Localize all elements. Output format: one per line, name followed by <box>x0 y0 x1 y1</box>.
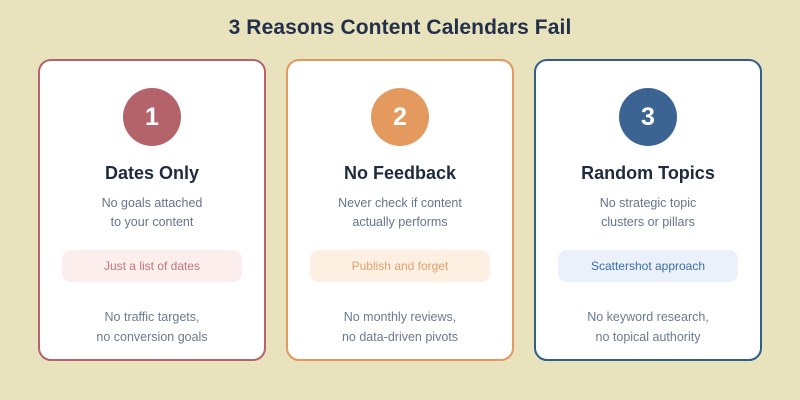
card-number-badge-1: 1 <box>123 88 181 146</box>
card-subtitle-line-1b: to your content <box>110 214 194 229</box>
reason-card-1[interactable]: 1 Dates Only No goals attached to your c… <box>38 59 266 361</box>
reason-cards-row: 1 Dates Only No goals attached to your c… <box>38 59 762 361</box>
card-heading-3: Random Topics <box>581 163 715 183</box>
card-footer-3: No keyword research, no topical authorit… <box>587 282 709 347</box>
card-footer-2: No monthly reviews, no data-driven pivot… <box>342 282 458 347</box>
card-subtitle-line-3b: clusters or pillars <box>601 214 695 229</box>
card-number-badge-3: 3 <box>619 88 677 146</box>
card-subtitle-3: No strategic topic clusters or pillars <box>600 185 697 233</box>
card-subtitle-1: No goals attached to your content <box>102 185 203 233</box>
card-pill-3[interactable]: Scattershot approach <box>558 250 738 283</box>
card-subtitle-line-2a: Never check if content <box>338 195 462 210</box>
page-title: 3 Reasons Content Calendars Fail <box>228 16 572 39</box>
card-subtitle-line-2b: actually performs <box>352 214 448 229</box>
card-heading-2: No Feedback <box>343 163 457 183</box>
reason-card-3[interactable]: 3 Random Topics No strategic topic clust… <box>534 59 762 361</box>
card-subtitle-2: Never check if content actually performs <box>338 185 462 233</box>
reason-card-2[interactable]: 2 No Feedback Never check if content act… <box>286 59 514 361</box>
card-heading-1: Dates Only <box>104 163 200 183</box>
card-number-badge-2: 2 <box>371 88 429 146</box>
card-footer-line-2a: No monthly reviews, <box>343 310 457 325</box>
card-pill-1[interactable]: Just a list of dates <box>62 250 242 283</box>
card-footer-line-3b: no topical authority <box>595 329 701 344</box>
card-subtitle-line-3a: No strategic topic <box>599 195 697 210</box>
card-footer-line-1a: No traffic targets, <box>104 310 200 325</box>
card-footer-line-3a: No keyword research, <box>587 310 709 325</box>
card-footer-line-2b: no data-driven pivots <box>341 329 459 344</box>
card-footer-1: No traffic targets, no conversion goals <box>96 282 207 347</box>
card-pill-2[interactable]: Publish and forget <box>310 250 490 283</box>
card-subtitle-line-1a: No goals attached <box>101 195 203 210</box>
card-footer-line-1b: no conversion goals <box>96 329 208 344</box>
